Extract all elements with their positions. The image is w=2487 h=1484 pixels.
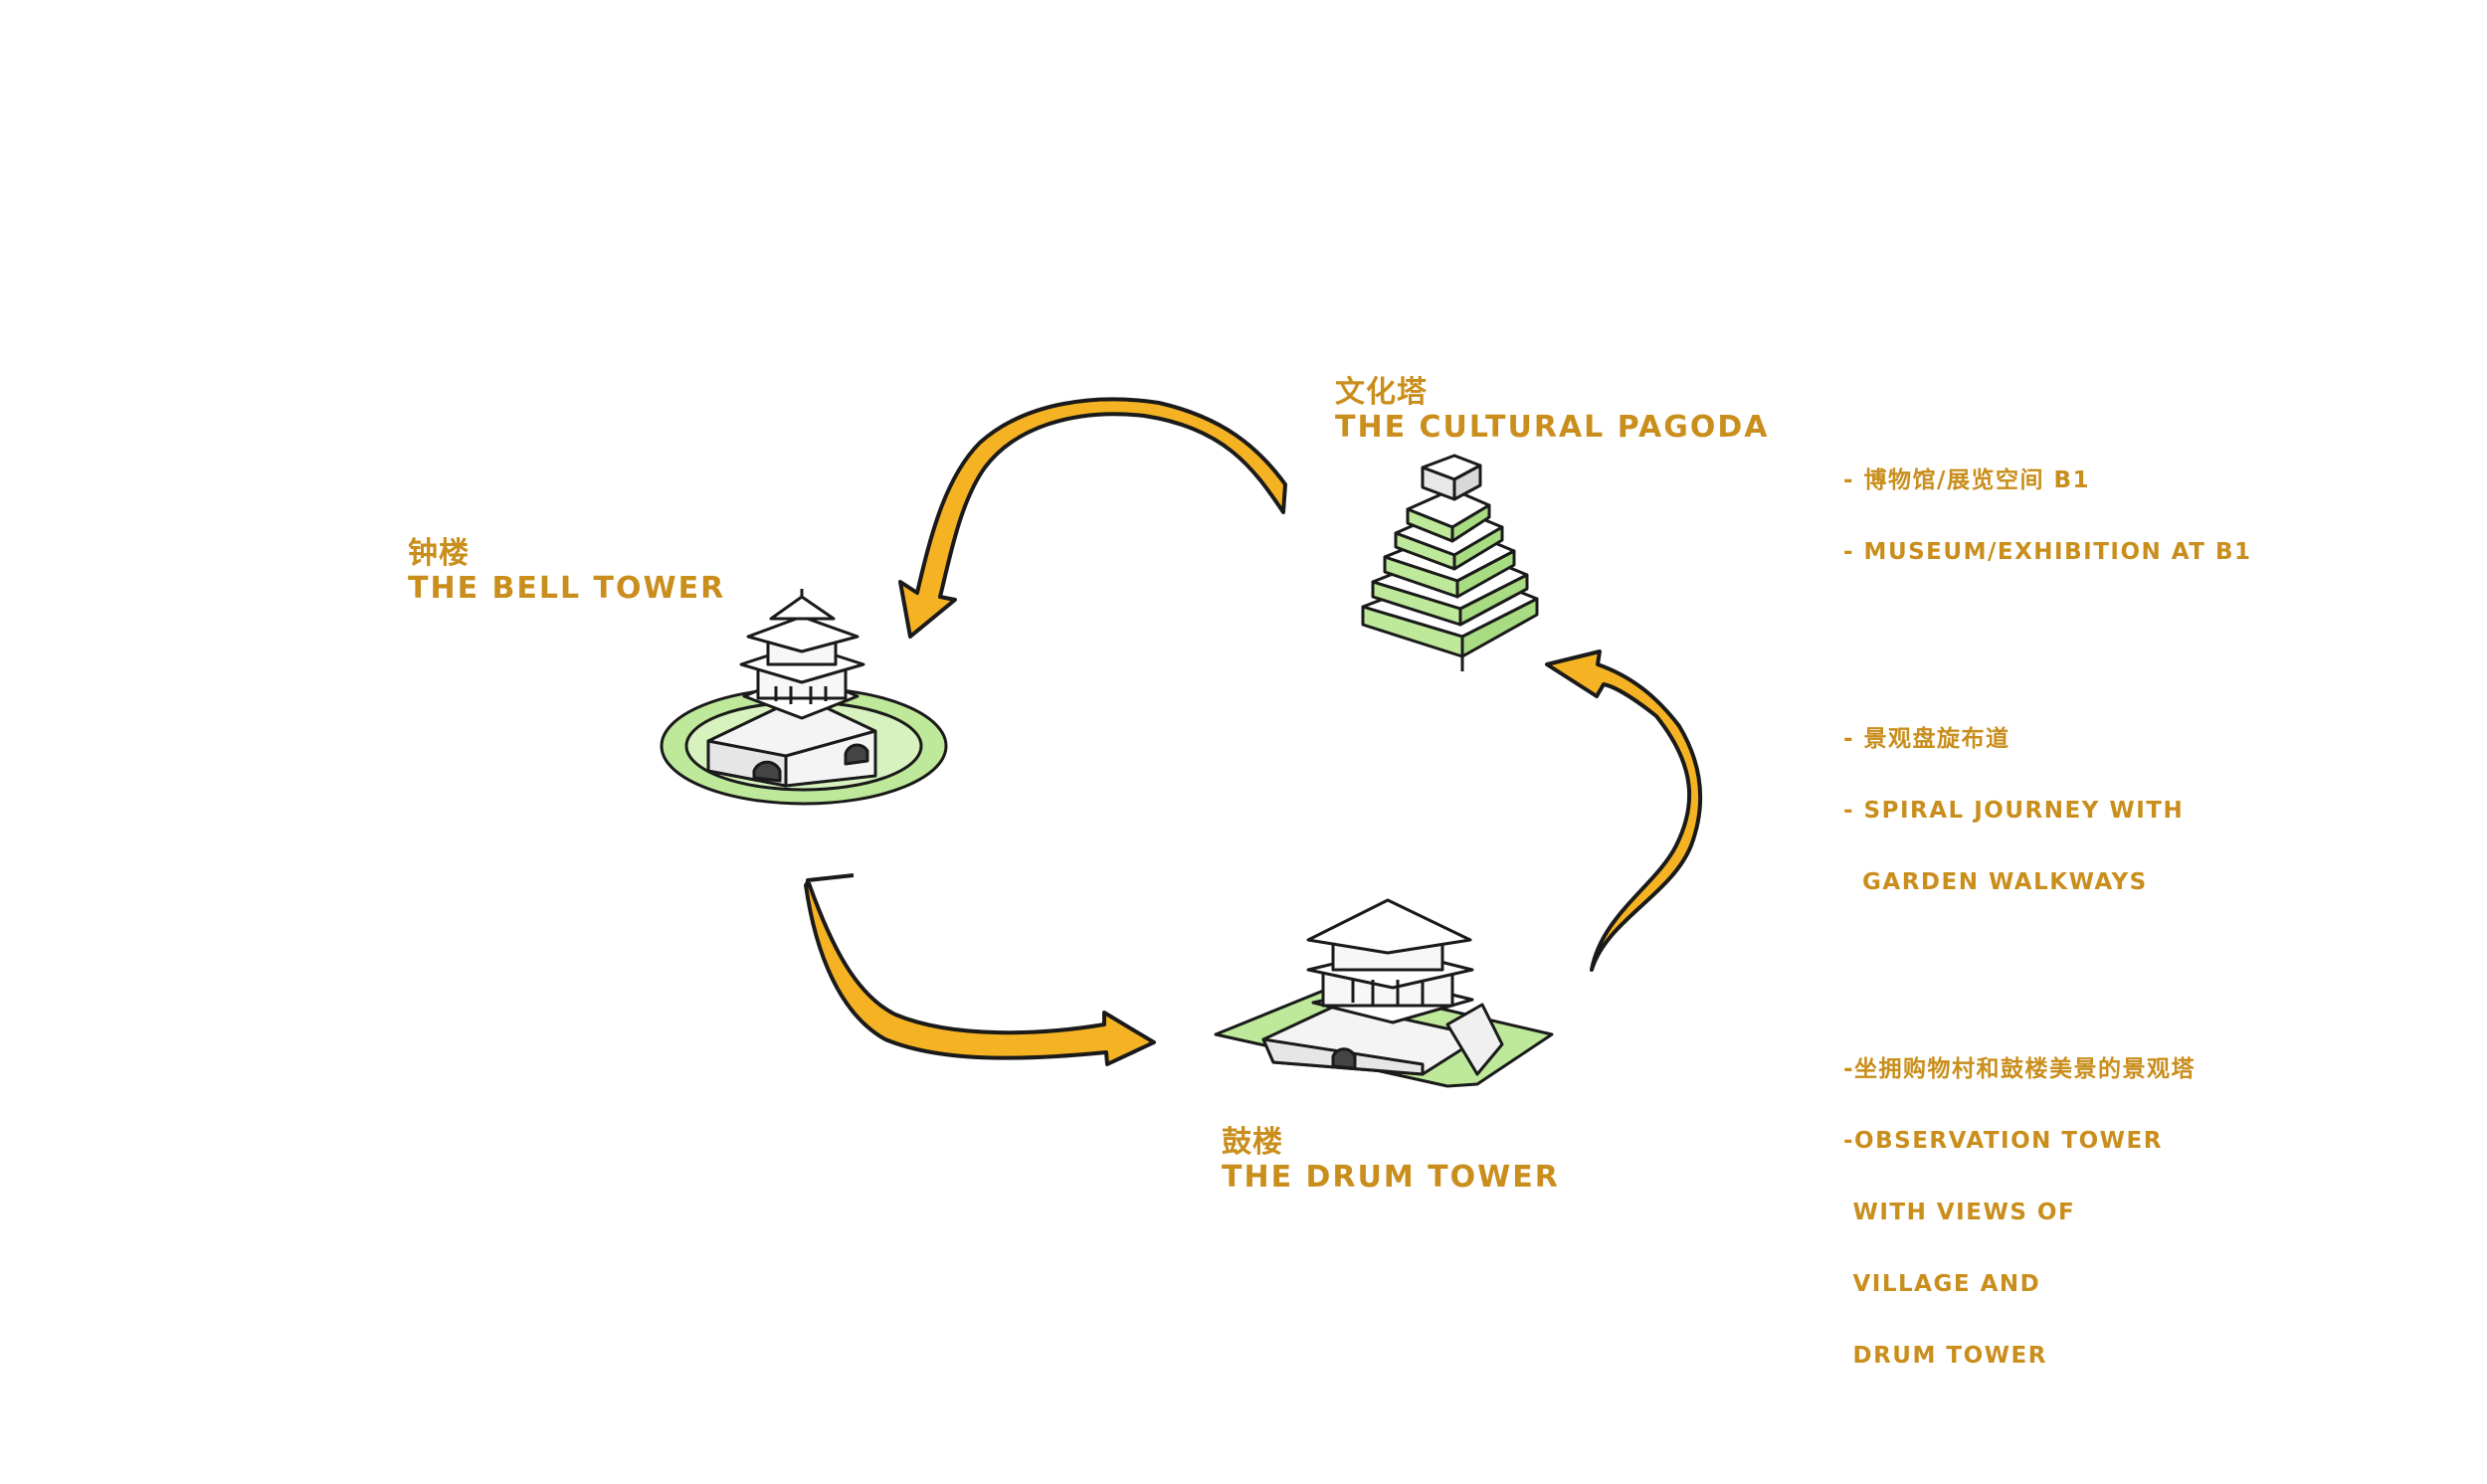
note-line: VILLAGE AND [1843,1271,2041,1297]
note-line: GARDEN WALKWAYS [1843,869,2148,895]
pagoda-label: 文化塔 THE CULTURAL PAGODA [1335,376,1769,446]
note-line: - 景观盘旋布道 [1843,726,2010,752]
note-line: - 博物馆/展览空间 B1 [1843,467,2090,493]
curved-arrow-icon [1545,649,1703,972]
diagram-canvas [660,397,1703,1088]
drum-tower-label: 鼓楼 THE DRUM TOWER [1222,1126,1560,1196]
note-group-spiral: - 景观盘旋布道 - SPIRAL JOURNEY WITH GARDEN WA… [1843,679,2252,942]
pagoda-notes: - 博物馆/展览空间 B1 - MUSEUM/EXHIBITION AT B1 … [1843,373,2252,1483]
pagoda-icon [1361,454,1539,671]
arrow-drum-to-pagoda [1545,649,1703,972]
arrow-pagoda-to-bell [898,397,1287,639]
drum-tower-label-zh: 鼓楼 [1222,1125,1283,1160]
note-line: - SPIRAL JOURNEY WITH [1843,798,2185,824]
note-group-museum: - 博物馆/展览空间 B1 - MUSEUM/EXHIBITION AT B1 [1843,421,2252,612]
pagoda-label-zh: 文化塔 [1335,375,1428,410]
drum-tower-label-en: THE DRUM TOWER [1222,1160,1560,1195]
drum-tower-icon [1214,898,1554,1088]
arrow-bell-to-drum [804,873,1156,1066]
curved-arrow-icon [804,873,1156,1066]
bell-tower-icon [660,589,948,806]
note-line: -坐拥购物村和鼓楼美景的景观塔 [1843,1056,2197,1082]
note-line: WITH VIEWS OF [1843,1200,2076,1225]
diagram: 钟楼 THE BELL TOWER 文化塔 THE CULTURAL PAGOD… [408,376,2250,1369]
note-line: - MUSEUM/EXHIBITION AT B1 [1843,539,2252,565]
curved-arrow-icon [898,397,1287,639]
pagoda-label-en: THE CULTURAL PAGODA [1335,410,1770,445]
note-line: DRUM TOWER [1843,1343,2047,1369]
bell-tower-label-en: THE BELL TOWER [408,571,726,606]
bell-tower-label: 钟楼 THE BELL TOWER [408,537,725,607]
note-group-observation: -坐拥购物村和鼓楼美景的景观塔 -OBSERVATION TOWER WITH … [1843,1010,2252,1415]
bell-tower-label-zh: 钟楼 [408,536,470,571]
note-line: -OBSERVATION TOWER [1843,1128,2163,1154]
